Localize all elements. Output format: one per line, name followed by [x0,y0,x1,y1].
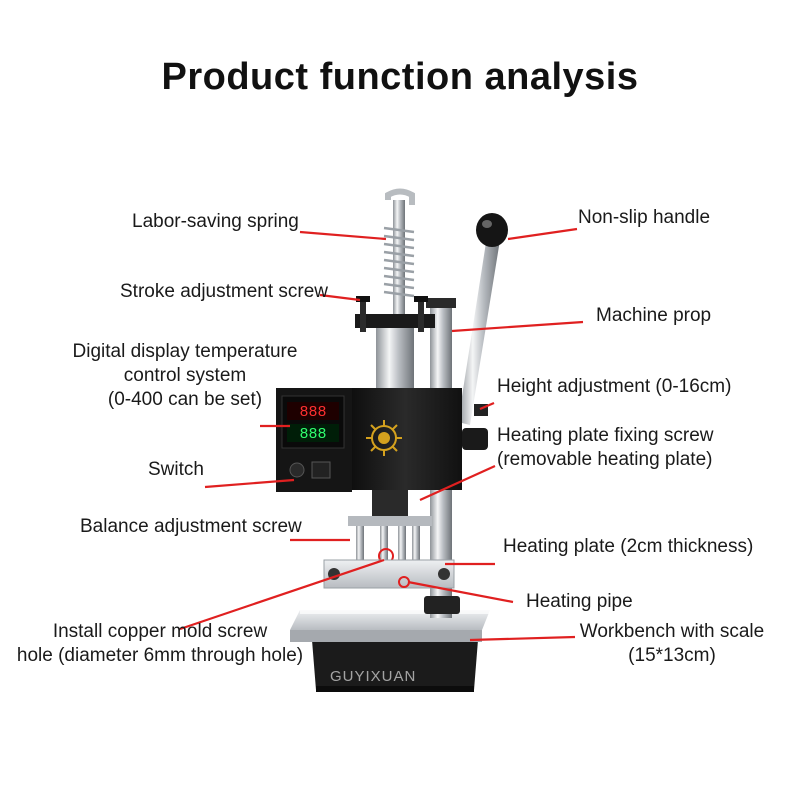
temperature-control-box [276,388,352,492]
callout-lines [179,227,584,642]
label-height-adjustment: Height adjustment (0-16cm) [497,376,732,397]
label-non-slip-handle: Non-slip handle [578,207,711,228]
label-balance-adjustment-screw: Balance adjustment screw [80,516,302,537]
label-workbench: Workbench with scale (15*13cm) [572,620,772,668]
label-copper-mold-line1: Install copper mold screw [52,621,268,642]
display-readout-bottom: 888 [299,426,326,443]
label-machine-prop: Machine prop [596,305,712,326]
label-workbench-line2: (15*13cm) [628,645,716,666]
label-heating-pipe: Heating pipe [526,591,633,612]
workbench [290,610,490,642]
label-heating-plate-fixing-screw: Heating plate fixing screw (removable he… [497,424,714,472]
press-head [348,388,488,490]
label-fixing-screw-line1: Heating plate fixing screw [497,425,714,446]
label-digital-display-line2: control system [123,365,247,386]
non-slip-handle [458,213,508,425]
label-copper-mold-screw-hole: Install copper mold screw hole (diameter… [0,620,320,668]
labor-saving-spring [383,188,415,330]
stroke-adjustment-bracket [355,296,435,332]
label-digital-display-line1: Digital display temperature [72,341,298,362]
page-title: Product function analysis [161,56,639,98]
label-workbench-line1: Workbench with scale [579,621,765,642]
label-copper-mold-line2: hole (diameter 6mm through hole) [16,645,304,666]
watermark: GUYIXUAN [330,668,417,685]
switch-icon [289,461,331,479]
display-readout-top: 888 [299,404,326,421]
label-digital-display: Digital display temperature control syst… [40,340,330,412]
press-rod [376,328,414,388]
label-fixing-screw-line2: (removable heating plate) [497,449,713,470]
machine-base [312,640,478,692]
label-stroke-adjustment-screw: Stroke adjustment screw [120,281,329,302]
label-switch: Switch [148,459,204,480]
label-digital-display-line3: (0-400 can be set) [107,389,263,410]
label-labor-saving-spring: Labor-saving spring [132,211,299,232]
heating-assembly [323,490,455,589]
label-heating-plate: Heating plate (2cm thickness) [503,536,754,557]
